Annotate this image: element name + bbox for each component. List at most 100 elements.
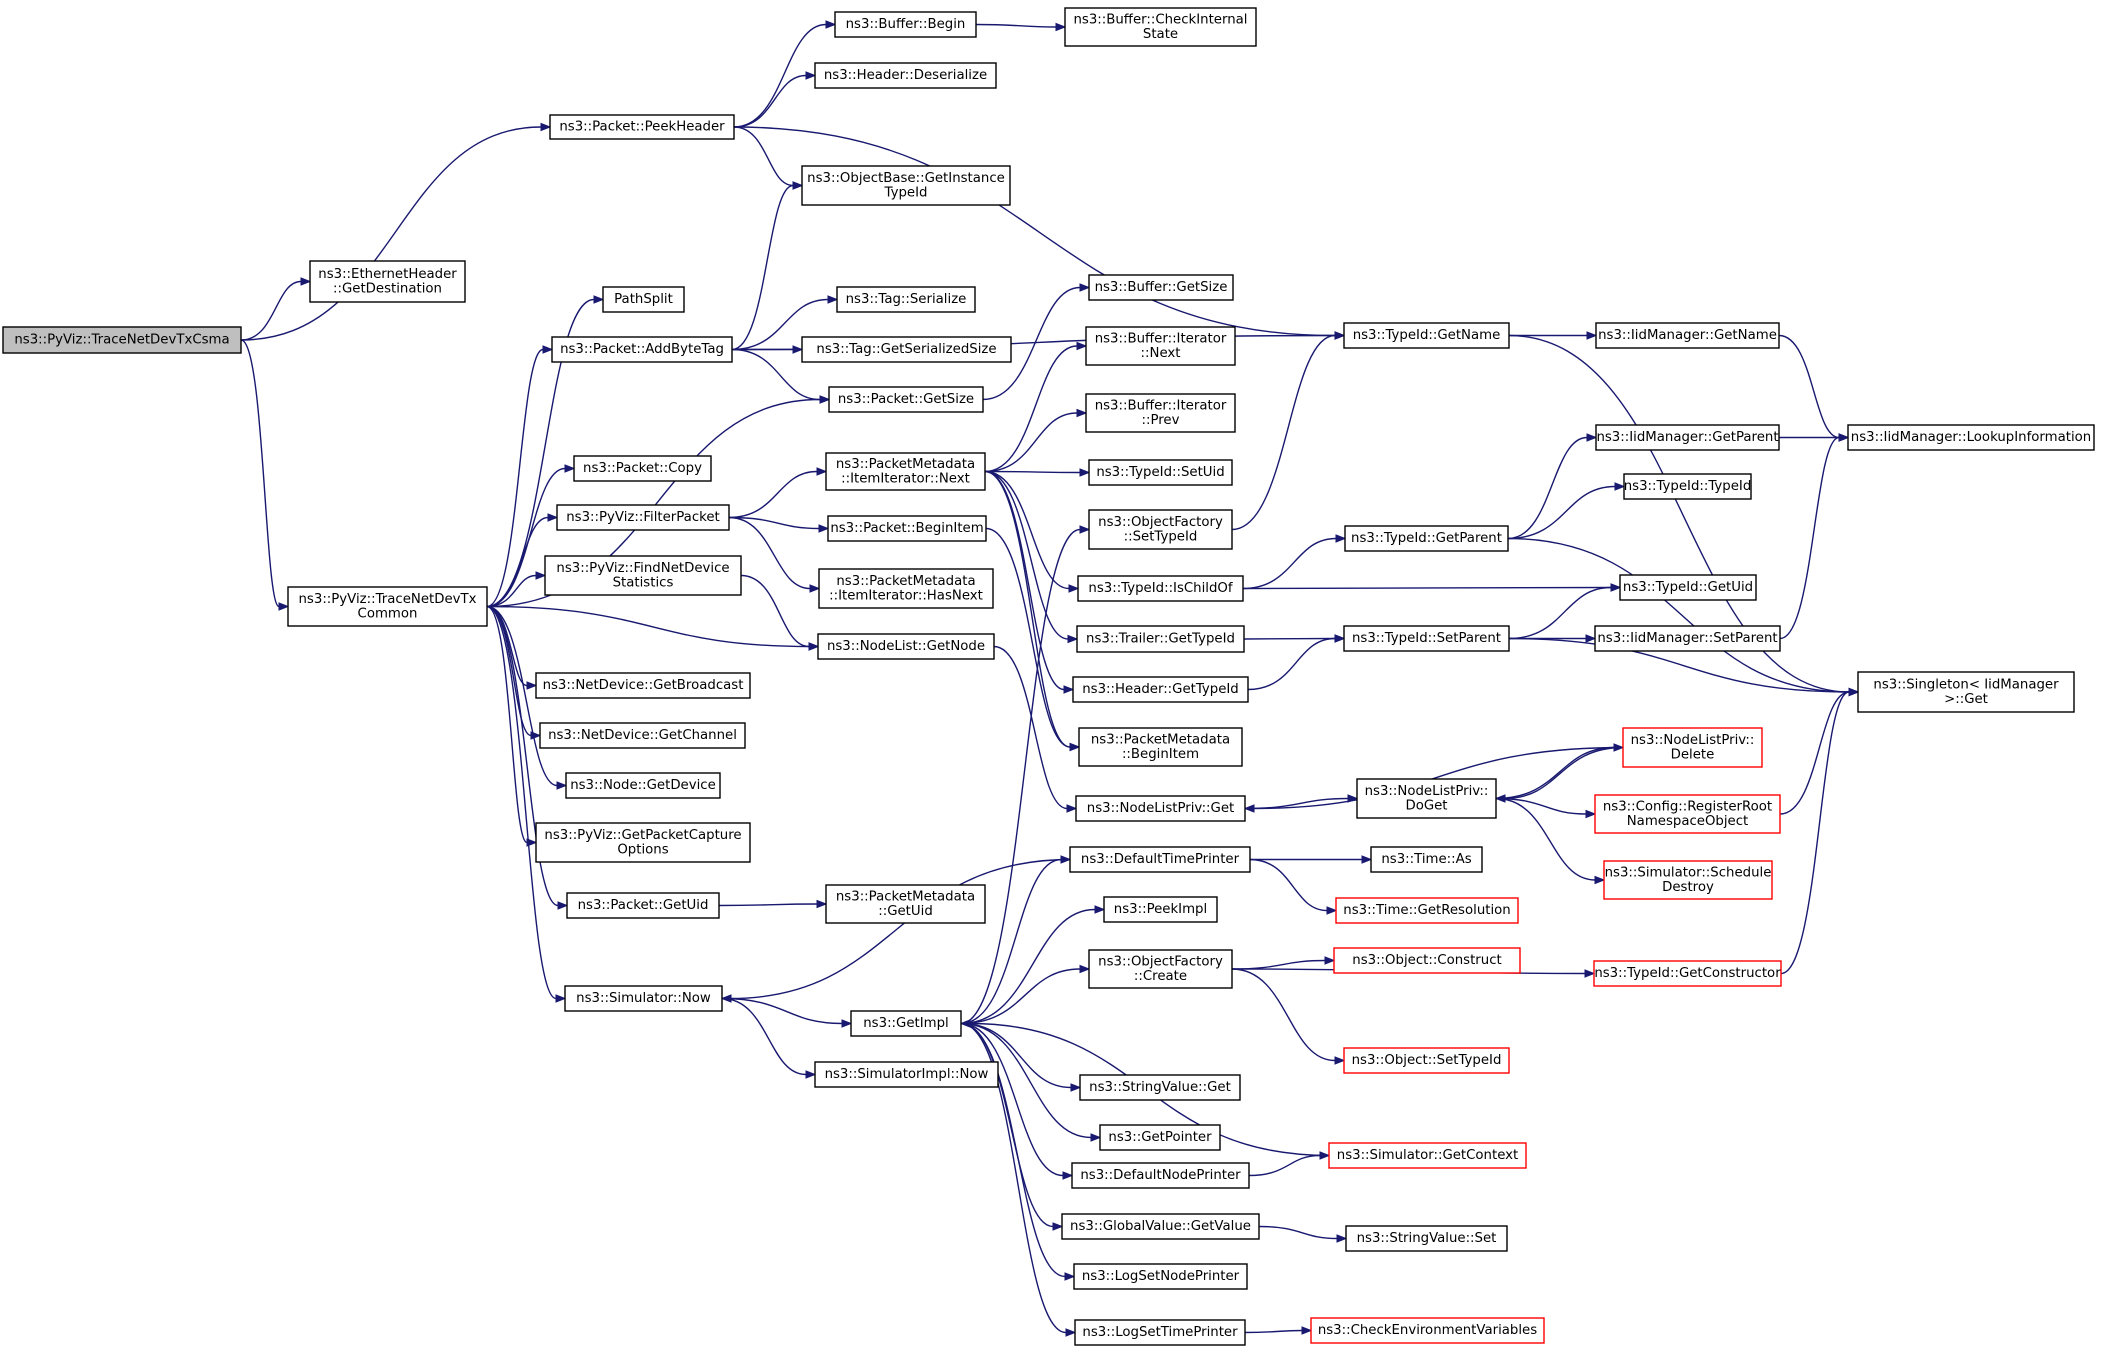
node-ns3-packet-addbytetag[interactable]: ns3::Packet::AddByteTag — [551, 336, 733, 363]
node-ns3-packet-getuid[interactable]: ns3::Packet::GetUid — [566, 892, 720, 919]
arrowhead-icon — [564, 464, 576, 473]
edge-n32-to-n30 — [1247, 634, 1346, 691]
node-ns3-packet-copy[interactable]: ns3::Packet::Copy — [573, 455, 712, 482]
arrowhead-icon — [526, 681, 538, 690]
node-ns3-node-getdevice[interactable]: ns3::Node::GetDevice — [565, 772, 721, 799]
node-ns3-buffer-getsize[interactable]: ns3::Buffer::GetSize — [1088, 274, 1234, 301]
node-ns3-header-gettypeid[interactable]: ns3::Header::GetTypeId — [1072, 676, 1249, 703]
node-label: ::Next — [1141, 346, 1181, 361]
node-ns3-tag-serialize[interactable]: ns3::Tag::Serialize — [836, 286, 976, 313]
node-ns3-iidmanager-getparent[interactable]: ns3::IidManager::GetParent — [1595, 424, 1780, 451]
node-ns3-typeid-setuid[interactable]: ns3::TypeId::SetUid — [1088, 459, 1233, 486]
node-ns3-netdevice-getbroadcast[interactable]: ns3::NetDevice::GetBroadcast — [535, 672, 751, 699]
node-box — [1073, 1263, 1248, 1290]
node-ns3-packetmetadata-itemiterator-hasnext[interactable]: ns3::PacketMetadata::ItemIterator::HasNe… — [818, 568, 994, 609]
node-ns3-packetmetadata-beginitem[interactable]: ns3::PacketMetadata::BeginItem — [1078, 727, 1243, 767]
node-ns3-getpointer[interactable]: ns3::GetPointer — [1099, 1124, 1221, 1151]
node-label: ns3::StringValue::Get — [1089, 1080, 1231, 1095]
node-ns3-pyviz-tracenetdevtxcsma[interactable]: ns3::PyViz::TraceNetDevTxCsma — [2, 326, 242, 354]
node-ns3-typeid-getname[interactable]: ns3::TypeId::GetName — [1343, 322, 1510, 349]
node-box — [1847, 424, 2095, 451]
node-ns3-packet-beginitem[interactable]: ns3::Packet::BeginItem — [827, 515, 987, 542]
arrowhead-icon — [1079, 964, 1091, 974]
node-ns3-ethernetheader-getdestination[interactable]: ns3::EthernetHeader::GetDestination — [309, 260, 466, 303]
node-ns3-pyviz-filterpacket[interactable]: ns3::PyViz::FilterPacket — [556, 504, 730, 531]
node-ns3-simulator-now[interactable]: ns3::Simulator::Now — [564, 985, 723, 1012]
node-ns3-iidmanager-lookupinformation[interactable]: ns3::IidManager::LookupInformation — [1847, 424, 2095, 451]
node-ns3-peekimpl[interactable]: ns3::PeekImpl — [1103, 896, 1218, 923]
edge-n30-to-n28 — [1508, 583, 1622, 640]
node-ns3-object-settypeid[interactable]: ns3::Object::SetTypeId — [1343, 1047, 1510, 1074]
node-ns3-packetmetadata-itemiterator-next[interactable]: ns3::PacketMetadata::ItemIterator::Next — [825, 452, 986, 491]
arrowhead-icon — [1079, 283, 1091, 292]
node-ns3-simulator-getcontext[interactable]: ns3::Simulator::GetContext — [1328, 1142, 1527, 1169]
node-ns3-packet-peekheader[interactable]: ns3::Packet::PeekHeader — [549, 114, 735, 140]
node-label: ns3::PeekImpl — [1114, 902, 1207, 917]
node-ns3-getimpl[interactable]: ns3::GetImpl — [850, 1010, 962, 1037]
node-box — [1344, 525, 1509, 552]
node-ns3-time-getresolution[interactable]: ns3::Time::GetResolution — [1335, 897, 1519, 924]
node-ns3-typeid-getuid[interactable]: ns3::TypeId::GetUid — [1619, 574, 1757, 601]
node-ns3-buffer-iterator-prev[interactable]: ns3::Buffer::Iterator::Prev — [1085, 393, 1236, 433]
node-label: ns3::LogSetTimePrinter — [1082, 1325, 1238, 1340]
node-label: ns3::NodeListPriv::Get — [1087, 801, 1234, 816]
node-ns3-typeid-typeid[interactable]: ns3::TypeId::TypeId — [1623, 473, 1752, 500]
node-ns3-nodelistpriv-doget[interactable]: ns3::NodeListPriv::DoGet — [1356, 778, 1497, 819]
arrowhead-icon — [1838, 433, 1850, 442]
node-ns3-header-deserialize[interactable]: ns3::Header::Deserialize — [814, 62, 997, 89]
arrowhead-icon — [1584, 969, 1596, 978]
node-ns3-globalvalue-getvalue[interactable]: ns3::GlobalValue::GetValue — [1061, 1213, 1260, 1240]
node-ns3-buffer-begin[interactable]: ns3::Buffer::Begin — [834, 11, 977, 38]
node-ns3-nodelist-getnode[interactable]: ns3::NodeList::GetNode — [817, 633, 995, 660]
node-ns3-netdevice-getchannel[interactable]: ns3::NetDevice::GetChannel — [539, 722, 746, 749]
node-ns3-checkenvironmentvariables[interactable]: ns3::CheckEnvironmentVariables — [1310, 1317, 1545, 1344]
node-box — [827, 515, 987, 542]
edge-n52-to-n8 — [1231, 331, 1346, 531]
node-ns3-tag-getserializedsize[interactable]: ns3::Tag::GetSerializedSize — [801, 336, 1012, 363]
node-ns3-iidmanager-getname[interactable]: ns3::IidManager::GetName — [1595, 322, 1780, 349]
node-ns3-nodelistpriv-get[interactable]: ns3::NodeListPriv::Get — [1075, 795, 1246, 822]
node-ns3-packet-getsize[interactable]: ns3::Packet::GetSize — [828, 386, 984, 413]
node-ns3-typeid-getconstructor[interactable]: ns3::TypeId::GetConstructor — [1593, 960, 1782, 987]
node-ns3-nodelistpriv-delete[interactable]: ns3::NodeListPriv::Delete — [1622, 727, 1763, 768]
node-ns3-objectfactory-create[interactable]: ns3::ObjectFactory::Create — [1088, 949, 1233, 989]
node-ns3-iidmanager-setparent[interactable]: ns3::IidManager::SetParent — [1594, 625, 1781, 652]
node-ns3-defaulttimeprinter[interactable]: ns3::DefaultTimePrinter — [1069, 846, 1251, 873]
edge-line — [1253, 746, 1624, 810]
node-ns3-stringvalue-set[interactable]: ns3::StringValue::Set — [1345, 1225, 1508, 1252]
node-ns3-buffer-iterator-next[interactable]: ns3::Buffer::Iterator::Next — [1085, 326, 1236, 366]
node-ns3-simulatorimpl-now[interactable]: ns3::SimulatorImpl::Now — [814, 1061, 999, 1088]
node-ns3-typeid-getparent[interactable]: ns3::TypeId::GetParent — [1344, 525, 1509, 552]
node-ns3-stringvalue-get[interactable]: ns3::StringValue::Get — [1079, 1074, 1241, 1101]
edge-line — [1242, 586, 1612, 590]
node-pathsplit[interactable]: PathSplit — [602, 286, 685, 313]
node-label: ns3::TypeId::SetUid — [1096, 465, 1224, 480]
edge-line — [1507, 436, 1588, 540]
node-ns3-packetmetadata-getuid[interactable]: ns3::PacketMetadata::GetUid — [825, 884, 986, 924]
node-label: ns3::TypeId::TypeId — [1624, 479, 1752, 494]
node-ns3-logsettimeprinter[interactable]: ns3::LogSetTimePrinter — [1074, 1319, 1246, 1346]
edge-line — [728, 470, 818, 519]
edge-n0-to-n2 — [240, 122, 552, 341]
node-ns3-objectfactory-settypeid[interactable]: ns3::ObjectFactory::SetTypeId — [1088, 509, 1233, 550]
node-box — [1088, 509, 1233, 550]
edge-line — [486, 605, 559, 907]
node-ns3-time-as[interactable]: ns3::Time::As — [1370, 846, 1483, 873]
edge-line — [1508, 334, 1850, 693]
node-ns3-typeid-setparent[interactable]: ns3::TypeId::SetParent — [1343, 625, 1510, 652]
node-ns3-object-construct[interactable]: ns3::Object::Construct — [1333, 947, 1521, 974]
node-ns3-logsetnodeprinter[interactable]: ns3::LogSetNodePrinter — [1073, 1263, 1248, 1290]
edge-line — [721, 997, 843, 1025]
node-ns3-defaultnodeprinter[interactable]: ns3::DefaultNodePrinter — [1071, 1162, 1250, 1189]
node-ns3-trailer-gettypeid[interactable]: ns3::Trailer::GetTypeId — [1076, 625, 1245, 653]
node-ns3-singleton-iidmanager-get[interactable]: ns3::Singleton< IidManager >::Get — [1857, 671, 2075, 713]
edge-n3-to-n19 — [486, 513, 559, 608]
node-ns3-typeid-ischildof[interactable]: ns3::TypeId::IsChildOf — [1077, 575, 1244, 602]
